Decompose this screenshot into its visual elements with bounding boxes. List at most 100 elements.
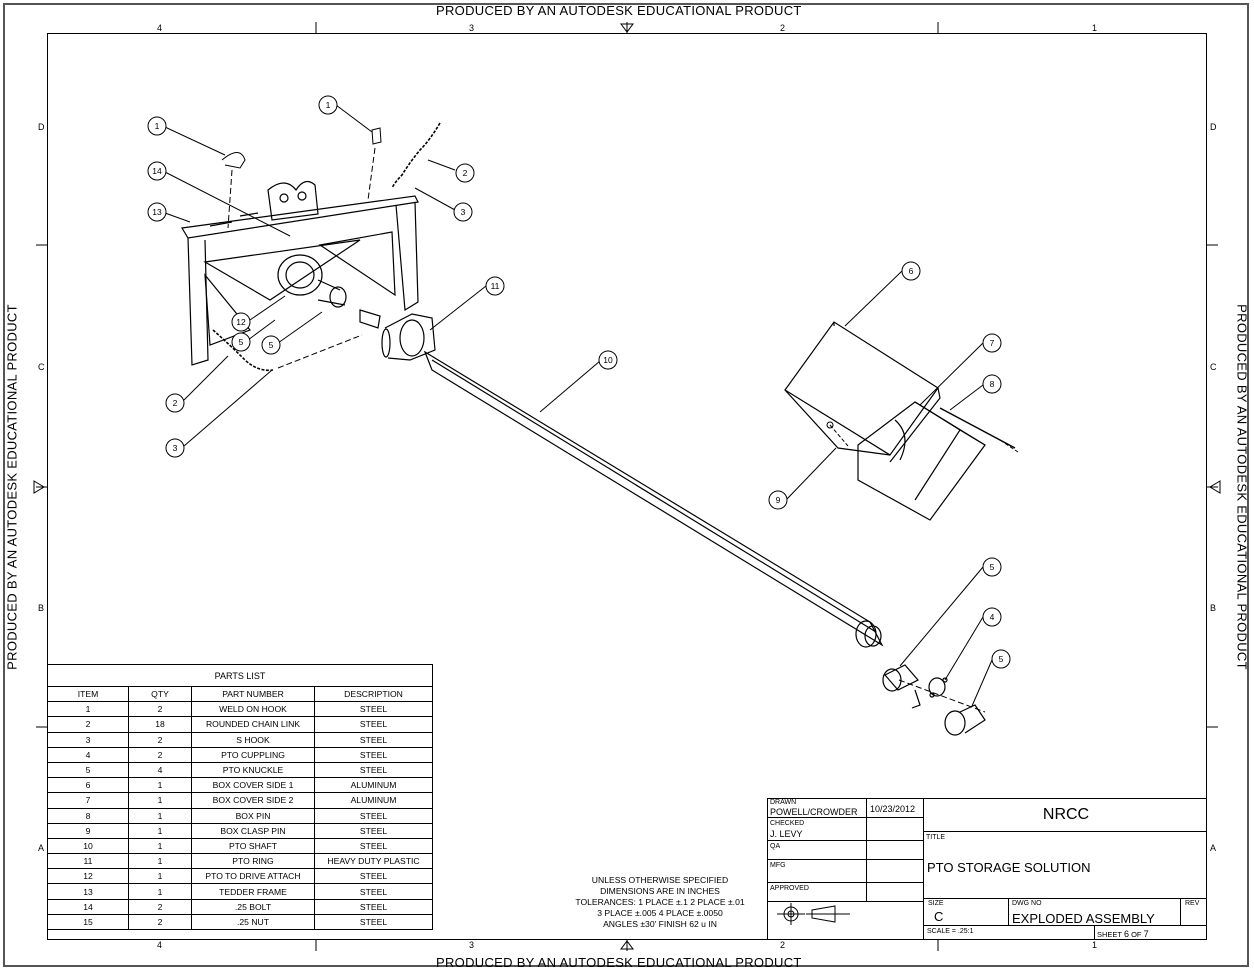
- balloon-label: 10: [603, 355, 613, 365]
- drawing-title: PTO STORAGE SOLUTION: [927, 860, 1091, 875]
- parts-cell-item: 14: [47, 898, 129, 915]
- pto-coupling: [928, 677, 948, 698]
- balloon: [231, 332, 251, 352]
- qa-date-cell: [866, 840, 924, 860]
- balloon: [901, 261, 921, 281]
- parts-cell-item: 2: [47, 716, 129, 733]
- parts-cell-qty: 1: [128, 777, 192, 794]
- balloon-label: 11: [491, 281, 500, 291]
- balloon-label: 14: [152, 166, 162, 176]
- pto-knuckle: [882, 664, 921, 709]
- parts-cell-description: STEEL: [314, 731, 433, 748]
- balloon-label: 2: [463, 168, 468, 178]
- drawn-cell: DRAWN POWELL/CROWDER: [767, 798, 867, 818]
- parts-cell-description: STEEL: [314, 883, 433, 900]
- zone-row-label: B: [38, 603, 45, 613]
- parts-cell-part-number: PTO CUPPLING: [191, 746, 315, 763]
- balloon: [768, 490, 788, 510]
- balloon-label: 4: [990, 612, 995, 622]
- sheet-num: 6: [1123, 929, 1129, 939]
- parts-header-part-number: PART NUMBER: [191, 685, 315, 703]
- parts-cell-description: STEEL: [314, 913, 433, 931]
- mfg-date-cell: [866, 859, 924, 883]
- parts-cell-item: 3: [47, 731, 129, 748]
- zone-row-label: A: [38, 843, 45, 853]
- sheet-outer-border: [3, 3, 1249, 967]
- parts-cell-description: STEEL: [314, 807, 433, 824]
- weld-on-hook: [221, 152, 246, 169]
- note-line: UNLESS OTHERWISE SPECIFIED: [591, 875, 729, 885]
- drawn-date: 10/23/2012: [870, 804, 916, 814]
- chain: [212, 329, 274, 372]
- approved-label: APPROVED: [770, 885, 809, 892]
- balloon: [982, 607, 1002, 627]
- note-line: TOLERANCES: 1 PLACE ±.1 2 PLACE ±.01: [575, 897, 745, 907]
- mfg-label: MFG: [770, 862, 786, 869]
- parts-header-description: DESCRIPTION: [314, 685, 433, 703]
- box-cover-side-1: [784, 321, 941, 463]
- sheet-size: C: [934, 909, 944, 924]
- box-pin: [939, 407, 1016, 449]
- title-label: TITLE: [926, 834, 946, 841]
- balloon-label: 9: [776, 495, 781, 505]
- parts-cell-qty: 2: [128, 913, 192, 931]
- company-name: NRCC: [1042, 806, 1090, 823]
- parts-cell-qty: 1: [128, 853, 192, 870]
- approved-date-cell: [866, 882, 924, 902]
- rev-label: REV: [1185, 900, 1200, 907]
- parts-cell-part-number: .25 NUT: [191, 913, 315, 931]
- balloon: [318, 95, 338, 115]
- company-cell: NRCC: [923, 798, 1207, 832]
- balloon-label: 5: [999, 654, 1004, 664]
- parts-cell-item: 8: [47, 807, 129, 824]
- parts-cell-qty: 2: [128, 898, 192, 915]
- zone-col-label: 1: [1092, 940, 1098, 950]
- parts-cell-part-number: WELD ON HOOK: [191, 701, 315, 718]
- sheet-prefix: SHEET: [1097, 930, 1122, 939]
- balloon: [991, 649, 1011, 669]
- parts-cell-description: STEEL: [314, 716, 433, 733]
- balloon: [261, 335, 281, 355]
- balloon: [147, 161, 167, 181]
- parts-cell-qty: 1: [128, 883, 192, 900]
- scale: SCALE = .25:1: [927, 928, 974, 935]
- pto-knuckle: [944, 704, 986, 736]
- balloon: [982, 374, 1002, 394]
- sheet-total: 7: [1143, 929, 1149, 939]
- parts-cell-qty: 2: [128, 731, 192, 748]
- note-line: 3 PLACE ±.005 4 PLACE ±.0050: [597, 908, 723, 918]
- box-clasp-pin: [826, 421, 834, 429]
- parts-cell-description: ALUMINUM: [314, 792, 433, 809]
- parts-cell-item: 1: [47, 701, 129, 718]
- pto-ring: [381, 313, 436, 361]
- balloon: [982, 557, 1002, 577]
- zone-row-label: D: [38, 122, 45, 132]
- parts-cell-part-number: PTO RING: [191, 853, 315, 870]
- dwg-no: EXPLODED ASSEMBLY: [1012, 911, 1155, 926]
- parts-list-title: PARTS LIST: [47, 664, 433, 687]
- note-line: DIMENSIONS ARE IN INCHES: [600, 886, 720, 896]
- zone-col-label: 4: [157, 940, 163, 950]
- balloon: [147, 202, 167, 222]
- tedder-frame: [181, 180, 419, 366]
- balloon-label: 3: [173, 443, 178, 453]
- balloon: [485, 276, 505, 296]
- balloon-label: 5: [269, 340, 274, 350]
- size-cell: SIZE C: [923, 898, 1009, 926]
- chain: [391, 122, 441, 189]
- checked-cell: CHECKED J. LEVY: [767, 817, 867, 841]
- balloon: [982, 333, 1002, 353]
- balloon-label: 6: [909, 266, 914, 276]
- zone-col-label: 2: [780, 940, 786, 950]
- parts-cell-item: 10: [47, 837, 129, 855]
- balloon-label: 1: [326, 100, 331, 110]
- zone-row-label: A: [1210, 843, 1217, 853]
- parts-cell-qty: 4: [128, 761, 192, 779]
- drawn-by: POWELL/CROWDER: [770, 807, 858, 817]
